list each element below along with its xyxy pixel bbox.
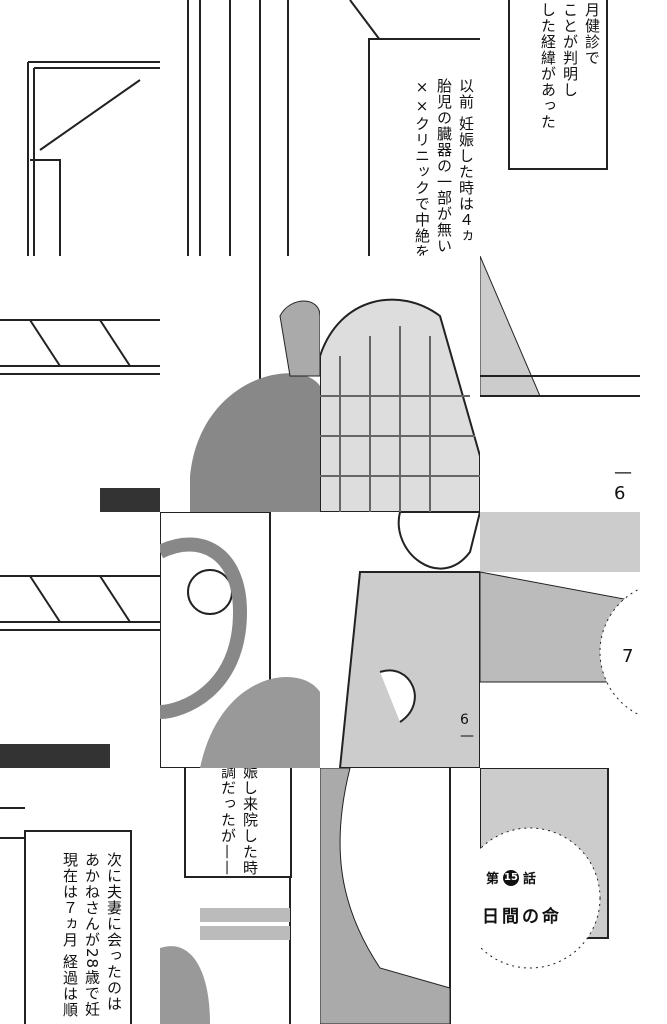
- chapter-label: 第 15 話: [486, 868, 536, 887]
- caption-line: 現在は７ヵ月 経過は順: [61, 852, 79, 1018]
- page-number: 6—: [460, 712, 474, 744]
- caption-line: 調だったが——: [219, 768, 237, 876]
- tile-caption-past: 以前 妊娠した時は４ヵ 胎児の臓器の一部が無い ××クリニックで中絶を: [320, 0, 480, 256]
- tile-ceiling-lower: [0, 512, 160, 768]
- caption-line: ××クリニックで中絶を: [413, 78, 431, 256]
- page-number: 7: [622, 646, 634, 667]
- caption-box: 娠し来院した時 調だったが——: [184, 768, 292, 878]
- tile-caption-checkup: 月健診で ことが判明し した経緯があった: [480, 0, 640, 256]
- tile-hair-poster: [160, 256, 320, 512]
- caption-line: 胎児の臓器の一部が無い: [435, 78, 453, 254]
- caption-box: 次に夫妻に会ったのは あかねさんが28歳で妊 現在は７ヵ月 経過は順: [24, 830, 132, 1024]
- caption-line: ことが判明し: [561, 2, 579, 98]
- tile-room-corner: [0, 0, 160, 256]
- caption-line: 娠し来院した時: [241, 768, 259, 876]
- tile-page-number-a: —6: [480, 256, 640, 512]
- tile-door-frame: [160, 0, 320, 256]
- caption-line: 月健診で: [583, 2, 601, 66]
- caption-line: 以前 妊娠した時は４ヵ: [457, 78, 475, 244]
- tile-caption-next: 次に夫妻に会ったのは あかねさんが28歳で妊 現在は７ヵ月 経過は順: [0, 768, 160, 1024]
- page-number: —6: [614, 462, 632, 504]
- tile-pregnant-woman: 6—: [320, 512, 480, 768]
- tile-ceiling: [0, 256, 160, 512]
- tile-caption-visit: 娠し来院した時 調だったが——: [160, 768, 320, 1024]
- tile-plaid-shirt: [320, 256, 480, 512]
- caption-line: した経緯があった: [539, 2, 557, 130]
- caption-box: 月健診で ことが判明し した経緯があった: [508, 0, 608, 170]
- chapter-number-badge: 15: [503, 869, 520, 886]
- chapter-title: 日間の命: [482, 907, 562, 927]
- caption-box: 以前 妊娠した時は４ヵ 胎児の臓器の一部が無い ××クリニックで中絶を: [368, 38, 480, 256]
- chapter-prefix: 第: [486, 872, 500, 887]
- chapter-suffix: 話: [523, 872, 537, 887]
- tile-chapter-title: 第 15 話 日間の命: [480, 768, 640, 1024]
- tile-hair-closeup: [320, 768, 480, 1024]
- caption-line: 次に夫妻に会ったのは: [105, 852, 123, 1012]
- tile-baby-poster: [160, 512, 320, 768]
- caption-line: あかねさんが28歳で妊: [83, 852, 101, 1018]
- tile-page-number-b: 7: [480, 512, 640, 768]
